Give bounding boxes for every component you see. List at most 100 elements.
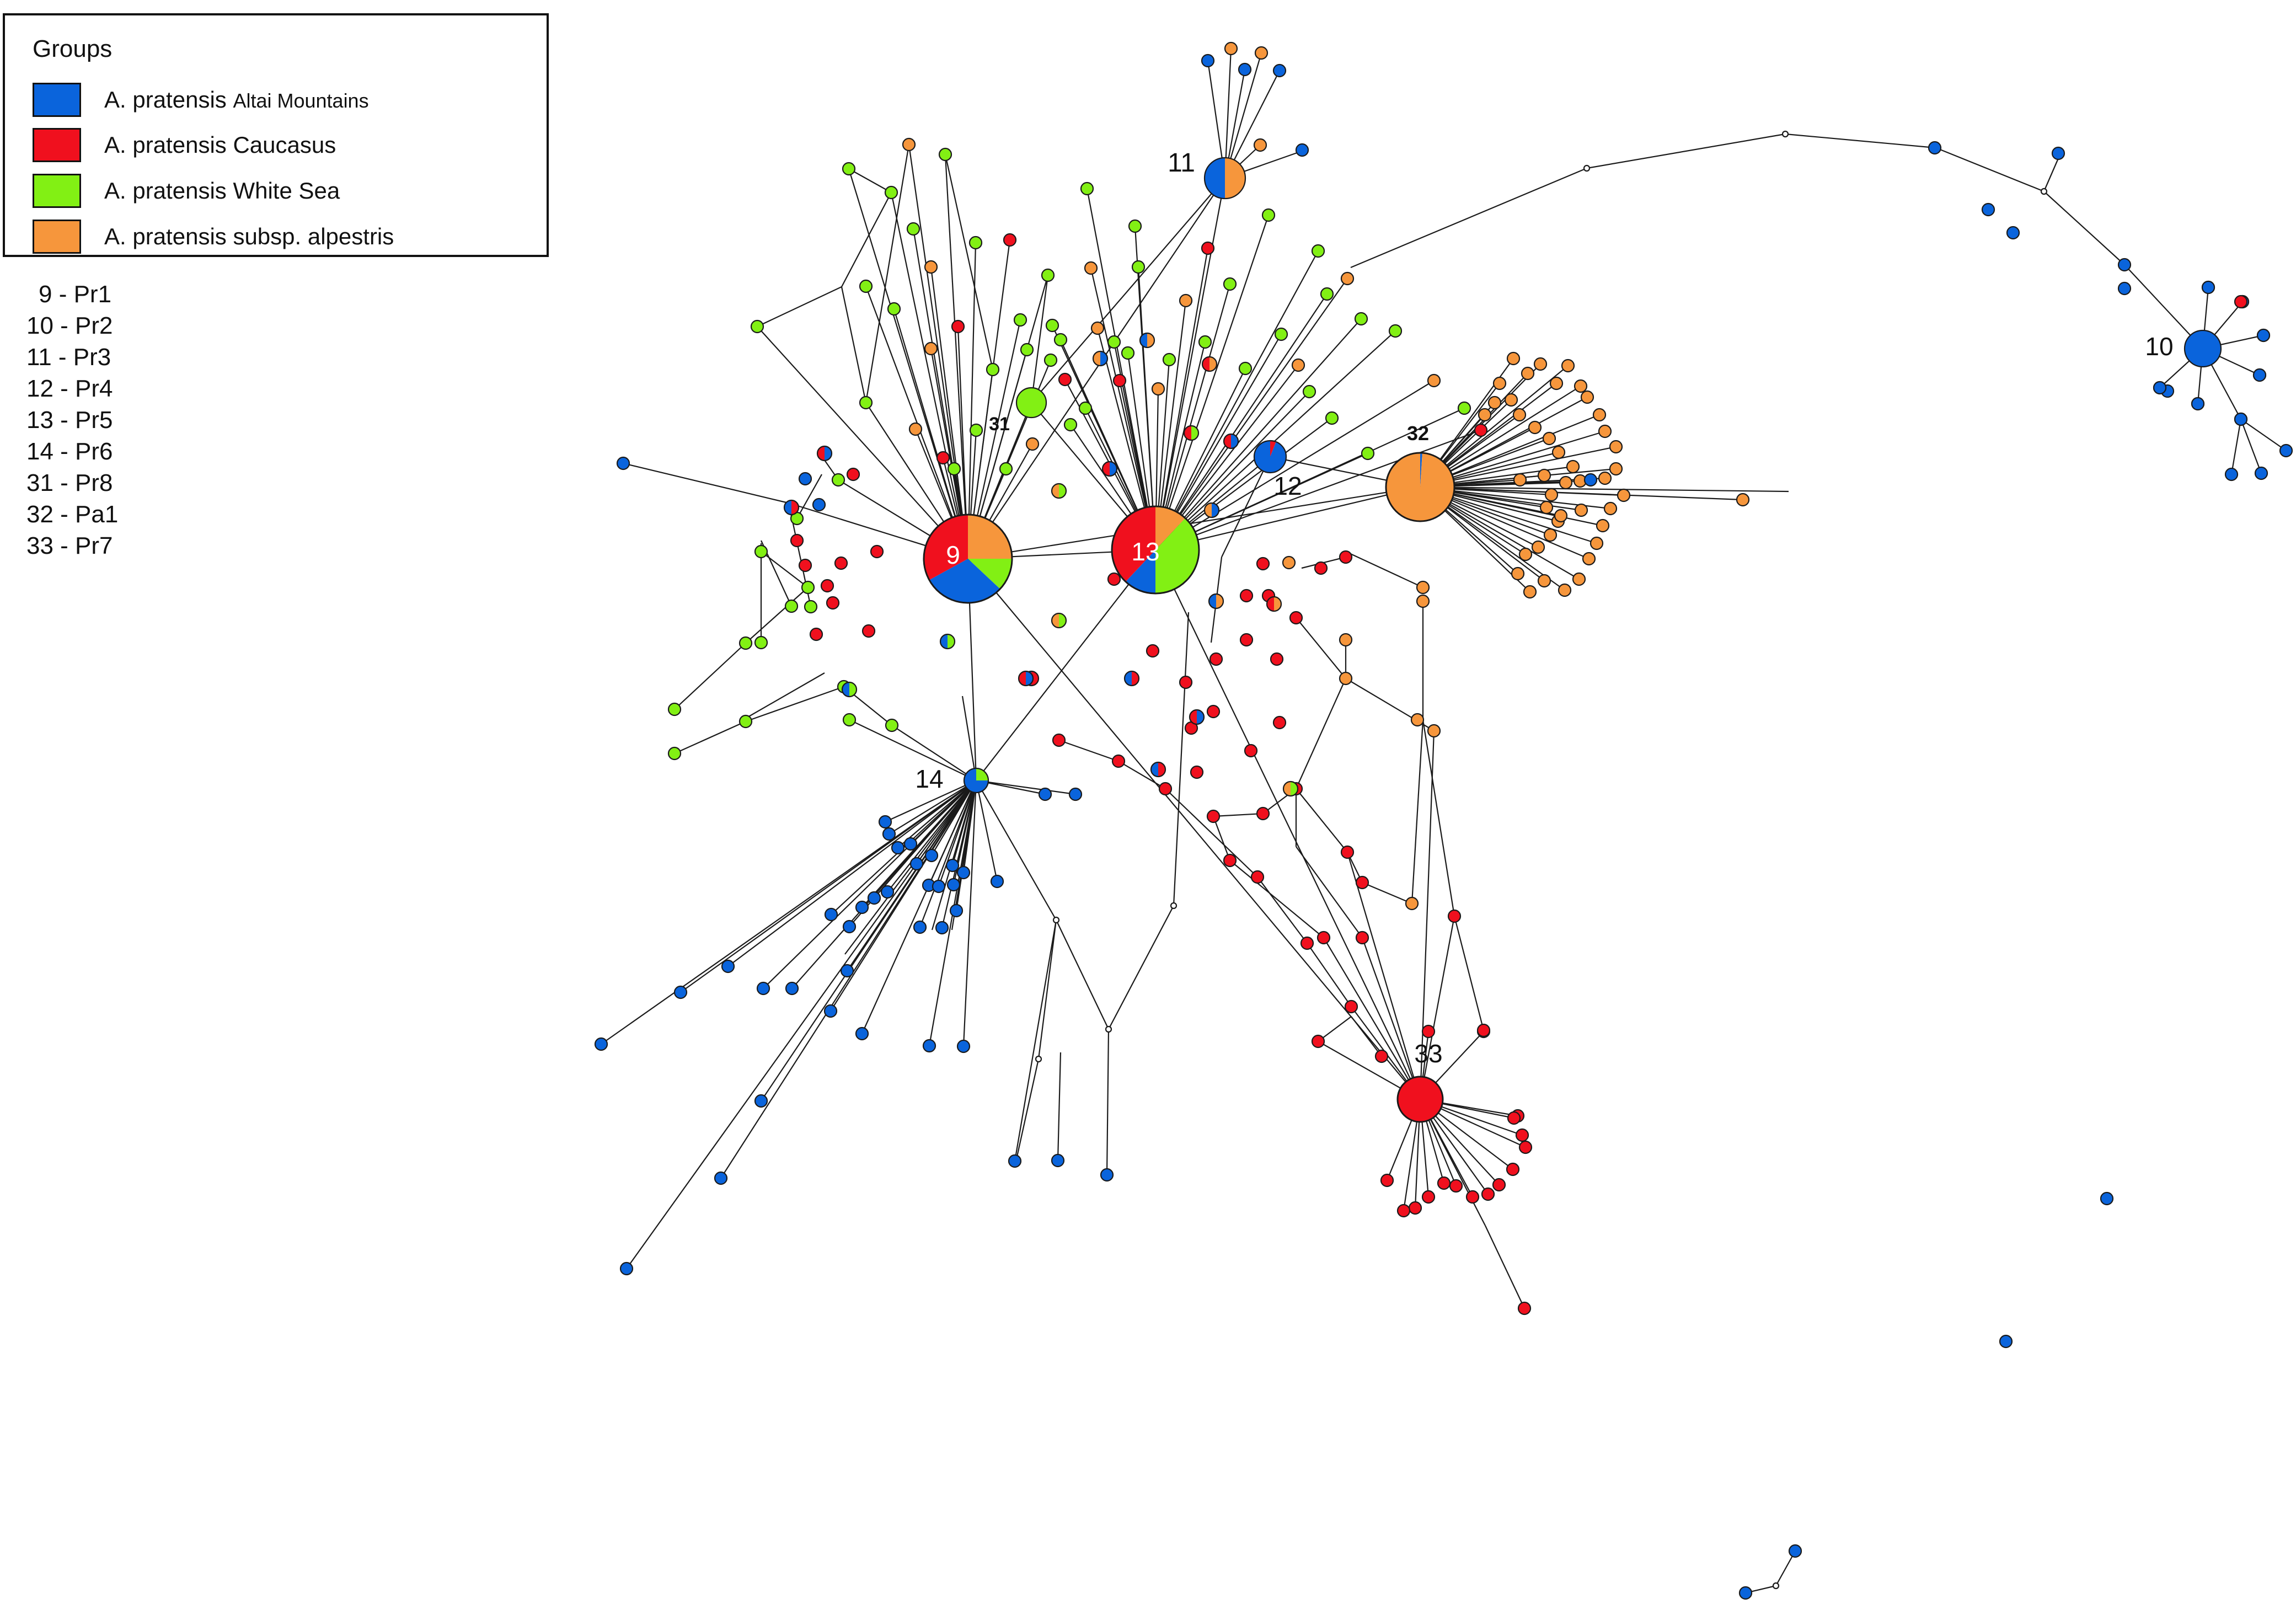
- haplotype-node: [867, 891, 881, 905]
- network-edge: [1155, 278, 1348, 550]
- network-edge: [1165, 788, 1258, 878]
- legend-label-alpestris: A. pratensis subsp. alpestris: [104, 223, 394, 249]
- haplotype-node: [1025, 437, 1040, 451]
- haplotype-node: [1020, 343, 1034, 357]
- haplotype-node: [1598, 471, 1612, 485]
- haplotype-node: [1128, 219, 1142, 233]
- legend-label-caucasus: A. pratensis Caucasus: [104, 132, 336, 158]
- haplotype-node: [1201, 54, 1215, 68]
- haplotype-node: [2117, 281, 2132, 296]
- haplotype-node: [667, 702, 682, 716]
- haplotype-node: [1274, 327, 1288, 341]
- haplotype-node: [823, 1004, 838, 1018]
- network-edge: [1350, 167, 1587, 269]
- haplotype-node: [1772, 1582, 1780, 1590]
- network-edge: [2240, 419, 2262, 474]
- haplotype-node: [1272, 715, 1287, 730]
- network-edge: [623, 462, 789, 504]
- haplotype-node: [820, 579, 834, 593]
- network-edge: [626, 780, 977, 1269]
- haplotype-node: [891, 841, 905, 855]
- node-label-10: 10: [2145, 332, 2173, 361]
- network-edge: [887, 780, 977, 892]
- haplotype-node: [798, 558, 812, 573]
- haplotype-node: [1051, 1153, 1065, 1168]
- haplotype-node: [1051, 483, 1067, 499]
- network-edge: [2240, 419, 2287, 451]
- haplotype-node: [1339, 550, 1353, 564]
- haplotype-node: [1201, 241, 1215, 255]
- network-edge: [841, 192, 892, 287]
- haplotype-node: [1314, 561, 1328, 575]
- haplotype-node: [1558, 583, 1572, 597]
- network-edge: [1345, 551, 1423, 588]
- haplotype-node: [1123, 670, 1140, 687]
- haplotype-node: [1487, 395, 1502, 410]
- haplotype-node: [1311, 1034, 1325, 1049]
- haplotype-node: [1052, 733, 1066, 747]
- network-edge: [791, 780, 977, 989]
- haplotype-node: [2006, 226, 2020, 240]
- haplotype-node: [2117, 258, 2132, 272]
- key-item: 13 - Pr5: [26, 407, 113, 434]
- haplotype-node: [1189, 709, 1205, 725]
- haplotype-node: [1043, 353, 1058, 367]
- haplotype-node: [1592, 408, 1607, 422]
- haplotype-node: [1981, 202, 1995, 217]
- network-edge: [1155, 429, 1481, 551]
- network-edge: [1420, 486, 1743, 501]
- haplotype-node: [1291, 358, 1305, 372]
- haplotype-node: [2191, 397, 2205, 411]
- network-edge: [1296, 788, 1348, 853]
- haplotype-node: [790, 533, 804, 548]
- haplotype-node-9: [923, 514, 1013, 604]
- network-edge: [1057, 1052, 1062, 1161]
- haplotype-node: [1388, 324, 1403, 338]
- haplotype-node: [861, 624, 876, 638]
- legend: Groups A. pratensis Altai Mountains A. p…: [3, 13, 549, 257]
- haplotype-node: [1107, 335, 1121, 349]
- key-item: 10 - Pr2: [26, 312, 113, 339]
- network-edge: [2230, 419, 2242, 475]
- haplotype-node: [1589, 536, 1604, 550]
- haplotype-node: [673, 985, 688, 999]
- haplotype-node: [1224, 41, 1238, 56]
- haplotype-node: [2254, 466, 2268, 480]
- network-edge: [1154, 248, 1209, 550]
- haplotype-node: [1162, 352, 1176, 367]
- node-labels: 9 13 10 11 12 14 31 32 33: [915, 148, 2173, 1068]
- network-edge: [1134, 226, 1157, 550]
- network-edge: [740, 672, 825, 722]
- haplotype-node: [1244, 744, 1258, 758]
- haplotype-node-33: [1396, 1076, 1444, 1123]
- haplotype-node: [616, 456, 630, 470]
- haplotype-node: [939, 633, 956, 650]
- haplotype-node: [809, 627, 823, 641]
- haplotype-node: [1150, 761, 1166, 778]
- haplotype-node: [1596, 518, 1610, 533]
- haplotype-node: [1521, 366, 1535, 381]
- haplotype-node: [831, 473, 845, 487]
- network-edge: [931, 780, 977, 931]
- haplotype-node: [1410, 713, 1425, 727]
- haplotype-node: [1506, 351, 1521, 366]
- haplotype-node: [1253, 138, 1267, 152]
- node-label-9: 9: [946, 541, 960, 569]
- haplotype-node: [1223, 853, 1237, 868]
- haplotype-node: [1038, 787, 1052, 801]
- haplotype-node: [1559, 475, 1573, 490]
- network-edge: [975, 780, 998, 882]
- haplotype-node: [1437, 1176, 1451, 1190]
- haplotype-node: [834, 556, 848, 570]
- haplotype-node: [1063, 418, 1078, 432]
- legend-label-white-sea: A. pratensis White Sea: [104, 178, 340, 204]
- haplotype-node: [1282, 780, 1299, 797]
- haplotype-node: [1008, 1154, 1022, 1168]
- network-edge: [763, 780, 977, 989]
- haplotype-node: [1574, 503, 1588, 517]
- network-edge: [1485, 1225, 1525, 1309]
- haplotype-node: [906, 222, 920, 236]
- haplotype-node: [1738, 1586, 1753, 1600]
- haplotype-node: [1507, 1111, 1521, 1125]
- haplotype-node: [1170, 902, 1178, 910]
